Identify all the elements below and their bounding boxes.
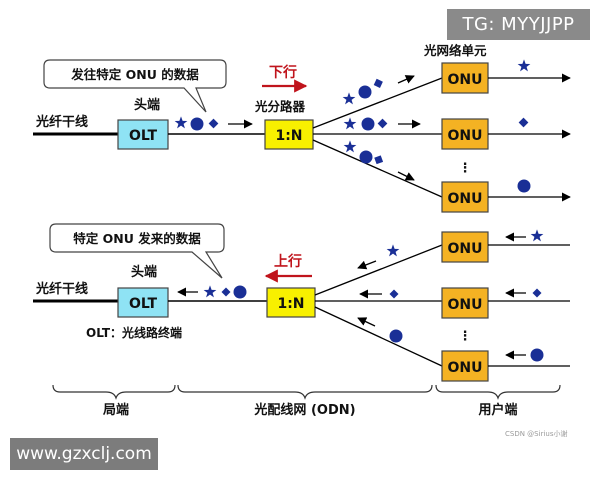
star-data-icon (203, 285, 217, 298)
diamond-data-icon (532, 288, 542, 298)
downstream-callout-text: 发往特定 ONU 的数据 (70, 67, 199, 82)
downstream-onu-1-box (441, 62, 489, 94)
user-brace (435, 384, 561, 400)
star-data-icon (386, 244, 400, 257)
downstream-trunk-label: 光纤干线 (35, 114, 88, 130)
downstream-branch-1 (312, 77, 443, 129)
upstream-olt-label: OLT (129, 296, 158, 312)
downstream-olt-box (117, 119, 169, 150)
star-data-icon (343, 117, 357, 130)
upstream-branch-3 (314, 306, 443, 367)
downstream-onu-2-box (441, 118, 489, 150)
section-braces (52, 384, 561, 400)
upstream-ellipsis: ⋮ (459, 329, 472, 344)
star-data-icon (174, 116, 188, 129)
upstream-onu-2-box (441, 287, 489, 319)
upstream-trunk-label: 光纤干线 (35, 281, 88, 297)
circle-data-icon (517, 179, 531, 193)
diamond-data-icon (221, 287, 231, 297)
downstream-callout: 发往特定 ONU 的数据 (43, 59, 227, 113)
diamond-data-icon (372, 153, 386, 167)
olt-caption: OLT：光线路终端 (86, 325, 182, 340)
upstream-branch-1 (314, 244, 443, 296)
upstream-onu-3-box (441, 350, 489, 382)
star-data-icon (343, 140, 357, 153)
downstream-onu-1-label: ONU (448, 72, 483, 88)
downstream-onu-2-label: ONU (448, 128, 483, 144)
upstream-splitter-label: 1:N (277, 296, 304, 312)
diamond-data-icon (208, 118, 219, 129)
upstream-flow-arrow (357, 317, 376, 327)
downstream-splitter-label: 1:N (275, 128, 302, 144)
upstream-onu-1-label: ONU (448, 241, 483, 257)
downstream-direction-label: 下行 (269, 64, 297, 81)
downstream-splitter-box (264, 119, 314, 150)
tg-watermark: TG: MYYJJPP (447, 9, 590, 40)
onu-group-title: 光网络单元 (423, 43, 487, 58)
upstream-onu-2-label: ONU (448, 297, 483, 313)
upstream-section: 特定 ONU 发来的数据 光纤干线 头端 OLT OLT：光线路终端 上行 1:… (33, 223, 570, 382)
upstream-callout-text: 特定 ONU 发来的数据 (73, 231, 201, 246)
circle-data-icon (389, 329, 403, 343)
upstream-flow-arrow (357, 260, 377, 270)
downstream-flow-arrow (397, 171, 415, 181)
diamond-data-icon (372, 77, 385, 90)
diamond-data-icon (377, 118, 388, 129)
upstream-olt-box (117, 287, 169, 318)
circle-data-icon (233, 285, 247, 299)
downstream-flow-arrow (397, 75, 415, 84)
star-data-icon (342, 92, 356, 105)
downstream-head-label: 头端 (134, 97, 160, 113)
star-data-icon (517, 59, 531, 72)
section-local-label: 局端 (103, 402, 129, 418)
upstream-onu-3-label: ONU (448, 360, 483, 376)
circle-data-icon (358, 85, 372, 99)
star-data-icon (530, 229, 544, 242)
upstream-head-label: 头端 (131, 264, 157, 280)
section-user-label: 用户端 (477, 402, 517, 418)
section-odn-label: 光配线网 (ODN) (253, 402, 355, 418)
downstream-branch-3 (312, 139, 443, 198)
downstream-olt-label: OLT (129, 128, 158, 144)
circle-data-icon (361, 117, 375, 131)
upstream-splitter-box (266, 287, 316, 318)
site-watermark: www.gzxclj.com (10, 438, 158, 470)
downstream-section: 发往特定 ONU 的数据 光纤干线 头端 OLT 下行 光分路器 1:N (33, 43, 571, 213)
upstream-callout: 特定 ONU 发来的数据 (49, 223, 225, 279)
downstream-onu-3-label: ONU (448, 191, 483, 207)
splitter-title: 光分路器 (254, 99, 306, 114)
upstream-onu-1-box (441, 231, 489, 263)
circle-data-icon (530, 348, 544, 362)
csdn-watermark: CSDN @Sirius小谢 (505, 430, 568, 438)
upstream-direction-label: 上行 (274, 253, 302, 270)
diamond-data-icon (518, 117, 529, 128)
diamond-data-icon (389, 289, 399, 299)
downstream-ellipsis: ⋮ (459, 161, 472, 176)
odn-brace (177, 384, 433, 400)
circle-data-icon (359, 150, 373, 164)
local-brace (52, 384, 176, 400)
circle-data-icon (190, 117, 204, 131)
